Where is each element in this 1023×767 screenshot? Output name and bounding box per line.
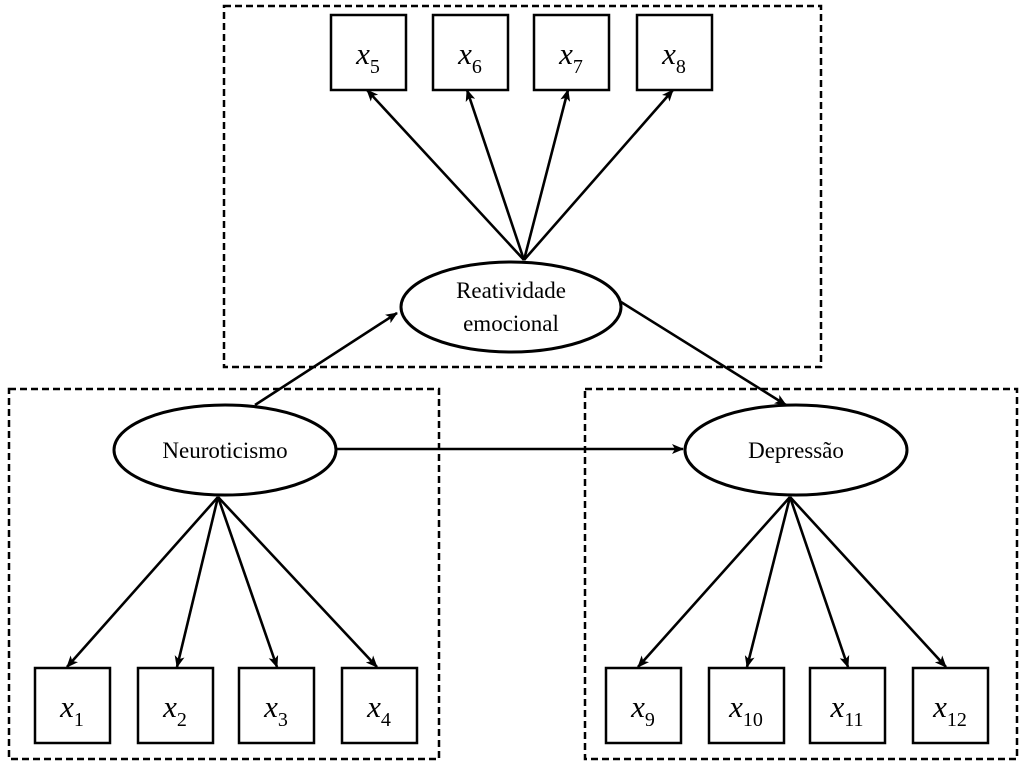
variable-subscript: 5 [370, 56, 380, 78]
reactivity-group-frame [222, 4, 823, 369]
indicator-x11: x11 [808, 666, 887, 745]
variable-symbol: x [661, 36, 676, 71]
variable-symbol: x [59, 689, 74, 724]
variable-symbol: x [932, 689, 947, 724]
neuroticism-label: Neuroticismo [162, 438, 287, 463]
indicator-x1: x1 [33, 666, 112, 745]
loading-arrow-x10 [744, 496, 792, 668]
indicator-x8: x8 [635, 13, 714, 92]
indicator-box [136, 666, 215, 745]
indicator-label: x7 [558, 36, 583, 78]
loading-arrow-x1 [66, 496, 219, 668]
variable-symbol: x [728, 689, 743, 724]
variable-symbol: x [558, 36, 573, 71]
variable-subscript: 7 [573, 56, 583, 78]
indicator-label: x8 [661, 36, 686, 78]
indicator-box [635, 13, 714, 92]
indicator-label: x9 [630, 689, 655, 731]
variable-subscript: 6 [472, 56, 482, 78]
indicator-box [808, 666, 887, 745]
indicator-box [604, 666, 683, 745]
variable-symbol: x [355, 36, 370, 71]
indicator-label: x2 [162, 689, 187, 731]
variable-subscript: 3 [278, 709, 288, 731]
loading-arrow-x3 [216, 496, 279, 668]
variable-symbol: x [366, 689, 381, 724]
variable-subscript: 9 [645, 709, 655, 731]
reactivity-ellipse [399, 260, 623, 354]
construct-depression: Depressão [683, 403, 909, 497]
reactivity-label-line2: emocional [463, 311, 559, 336]
indicator-box [329, 13, 408, 92]
indicator-label: x10 [728, 689, 763, 731]
indicator-x4: x4 [340, 666, 419, 745]
construct-reactivity: Reatividade emocional [399, 260, 623, 354]
variable-symbol: x [630, 689, 645, 724]
loading-arrow-x2 [174, 496, 220, 668]
variable-subscript: 4 [381, 709, 391, 731]
path-neuroticism-to-reactivity [254, 311, 398, 407]
variable-subscript: 11 [844, 709, 863, 731]
loading-arrow-x8 [523, 89, 674, 261]
indicator-box [707, 666, 786, 745]
indicator-box [532, 13, 611, 92]
indicator-x12: x12 [911, 666, 990, 745]
indicator-x10: x10 [707, 666, 786, 745]
indicator-box [431, 13, 510, 92]
loading-arrow-x5 [366, 89, 525, 261]
variable-subscript: 12 [947, 709, 967, 731]
loading-arrow-x4 [217, 496, 378, 668]
depression-label: Depressão [748, 438, 844, 463]
indicator-label: x12 [932, 689, 967, 731]
indicator-label: x5 [355, 36, 380, 78]
reactivity-label-line1: Reatividade [456, 278, 566, 303]
edges [66, 89, 947, 668]
indicator-box [237, 666, 316, 745]
loading-arrow-x12 [789, 496, 947, 668]
variable-subscript: 8 [676, 56, 686, 78]
indicator-x5: x5 [329, 13, 408, 92]
neuroticism-ellipse [112, 403, 338, 497]
variable-symbol: x [457, 36, 472, 71]
indicator-box [911, 666, 990, 745]
indicator-x9: x9 [604, 666, 683, 745]
indicator-x6: x6 [431, 13, 510, 92]
loading-arrow-x11 [788, 496, 850, 668]
indicator-box [33, 666, 112, 745]
loading-arrow-x7 [522, 89, 571, 261]
variable-symbol: x [263, 689, 278, 724]
depression-group-frame [583, 387, 1019, 761]
variable-symbol: x [829, 689, 844, 724]
indicator-x3: x3 [237, 666, 316, 745]
indicator-box [340, 666, 419, 745]
indicator-label: x3 [263, 689, 288, 731]
indicator-x2: x2 [136, 666, 215, 745]
construct-neuroticism: Neuroticismo [112, 403, 338, 497]
loading-arrow-x9 [637, 496, 791, 668]
indicator-label: x11 [829, 689, 863, 731]
variable-subscript: 2 [177, 709, 187, 731]
indicator-label: x4 [366, 689, 391, 731]
loading-arrow-x6 [465, 89, 526, 261]
indicator-label: x1 [59, 689, 84, 731]
neuroticism-group-frame [7, 387, 441, 761]
indicator-label: x6 [457, 36, 482, 78]
variable-symbol: x [162, 689, 177, 724]
variable-subscript: 10 [743, 709, 763, 731]
depression-ellipse [683, 403, 909, 497]
path-reactivity-to-depression [620, 300, 787, 407]
variable-subscript: 1 [74, 709, 84, 731]
indicator-x7: x7 [532, 13, 611, 92]
